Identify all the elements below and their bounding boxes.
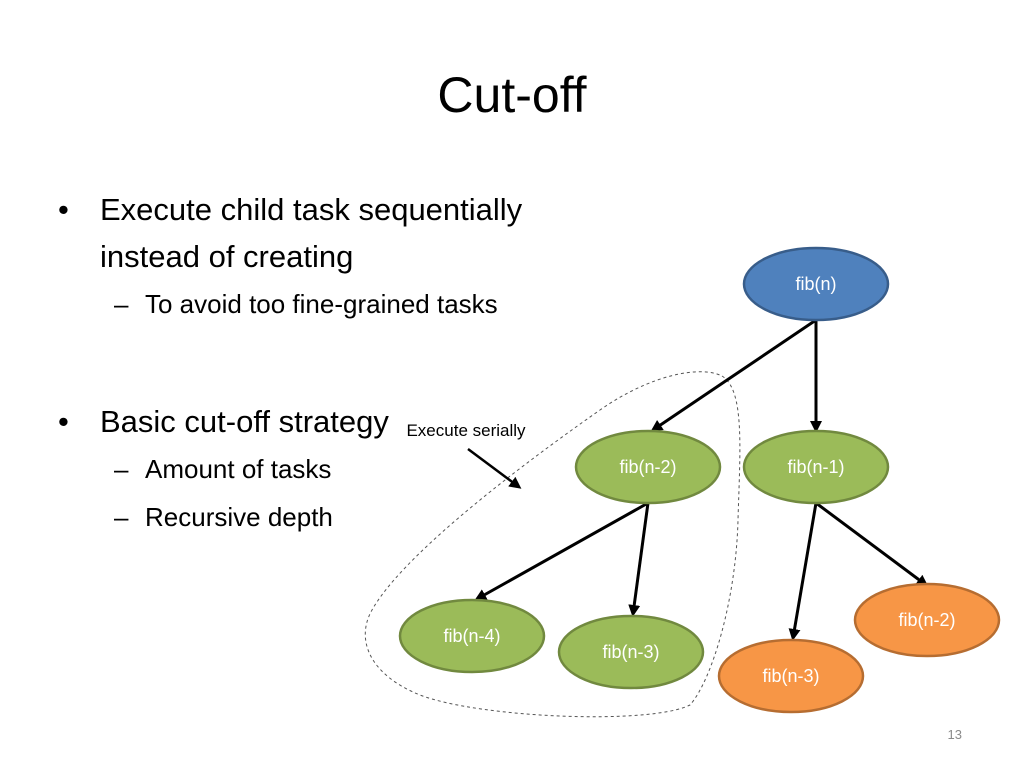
node-fib-n-minus-3-task: fib(n-3) [717,638,865,714]
node-fib-n-minus-3-serial-shape [557,614,705,690]
node-fib-n-minus-1-shape [742,429,890,505]
edge-root-to-n2 [650,318,817,432]
edge-n1-to-n2b [815,501,929,587]
sub-bullet-item: – To avoid too fine-grained tasks [100,284,528,324]
sub-bullet-marker: – [114,502,129,532]
node-fib-n-minus-3-serial-label: fib(n-3) [602,642,659,662]
bullet-gap [58,332,528,398]
node-fib-n-minus-3-task-shape [717,638,865,714]
node-fib-n-minus-4-label: fib(n-4) [443,626,500,646]
node-fib-n: fib(n) [742,246,890,322]
node-fib-n-minus-1-label: fib(n-1) [787,457,844,477]
node-fib-n-label: fib(n) [795,274,836,294]
node-fib-n-minus-2-shape [574,429,722,505]
sub-bullet-text: To avoid too fine-grained tasks [145,289,498,319]
node-fib-n-minus-4: fib(n-4) [398,598,546,674]
page-number: 13 [947,727,962,742]
edge-n1-to-n3b [788,502,818,641]
sub-bullet-list: – To avoid too fine-grained tasks [100,284,528,324]
node-fib-n-minus-3-serial: fib(n-3) [557,614,705,690]
node-fib-n-shape [742,246,890,322]
node-fib-n-minus-1: fib(n-1) [742,429,890,505]
bullet-item: • Execute child task sequentially instea… [58,186,528,324]
sub-bullet-marker: – [114,289,129,319]
sub-bullet-item: – Recursive depth [100,497,528,537]
slide-title: Cut-off [437,67,587,123]
edge-n2-to-n3a [628,502,650,617]
node-fib-n-minus-4-shape [398,598,546,674]
sub-bullet-item: – Amount of tasks [100,449,528,489]
bullet-marker: • [58,192,69,227]
bullet-text: Execute child task sequentially instead … [100,192,523,274]
node-fib-n-minus-2-task-label: fib(n-2) [898,610,955,630]
node-fib-n-minus-2-task-shape [853,582,1001,658]
sub-bullet-marker: – [114,454,129,484]
node-fib-n-minus-2-task: fib(n-2) [853,582,1001,658]
bullet-text: Basic cut-off strategy [100,404,389,439]
node-fib-n-minus-3-task-label: fib(n-3) [762,666,819,686]
bullet-list: • Execute child task sequentially instea… [58,186,528,545]
node-fib-n-minus-2-label: fib(n-2) [619,457,676,477]
sub-bullet-list: – Amount of tasks – Recursive depth [100,449,528,537]
sub-bullet-text: Amount of tasks [145,454,332,484]
bullet-item: • Basic cut-off strategy – Amount of tas… [58,398,528,537]
sub-bullet-text: Recursive depth [145,502,333,532]
node-fib-n-minus-2: fib(n-2) [574,429,722,505]
bullet-marker: • [58,404,69,439]
